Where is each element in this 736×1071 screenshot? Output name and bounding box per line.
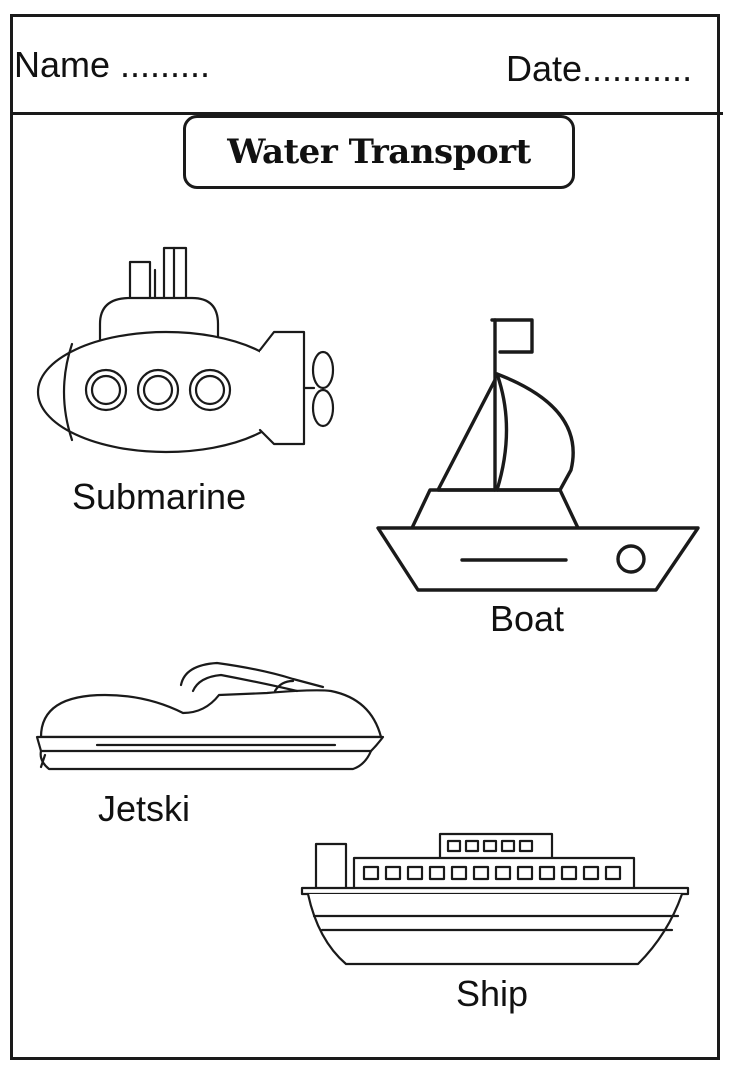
name-field-label: Name ......... xyxy=(14,44,211,85)
caption-ship: Ship xyxy=(456,973,529,1014)
caption-jetski: Jetski xyxy=(98,788,191,829)
header-divider xyxy=(10,112,723,115)
ship-icon xyxy=(300,832,690,966)
date-field-label: Date........... xyxy=(506,48,693,89)
title-box: Water Transport xyxy=(183,115,575,189)
worksheet-border xyxy=(10,14,720,1060)
jetski-icon xyxy=(35,661,385,771)
worksheet-title: Water Transport xyxy=(227,132,531,172)
caption-submarine: Submarine xyxy=(72,476,247,517)
caption-boat: Boat xyxy=(490,598,565,639)
sailboat-icon xyxy=(376,318,700,592)
submarine-icon xyxy=(36,246,335,454)
